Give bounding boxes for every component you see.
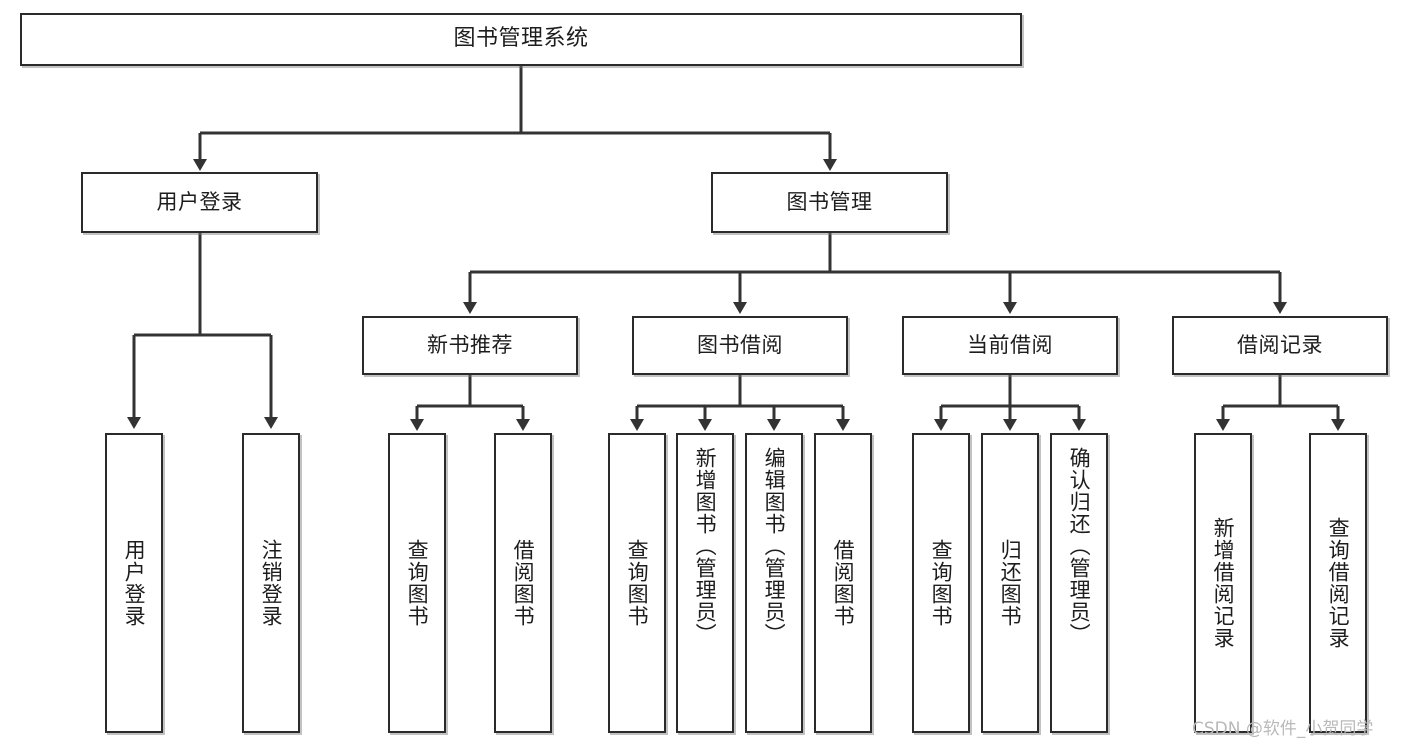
node-root-label: 图书管理系统: [453, 26, 589, 52]
leaf-current-return-book[interactable]: 归还图书: [981, 433, 1039, 733]
node-book-borrow[interactable]: 图书借阅: [632, 316, 848, 375]
node-book-management-label: 图书管理: [786, 189, 873, 214]
leaf-borrow-edit-book-label: 编辑图书（管理员）: [762, 447, 787, 645]
leaf-logout-label: 注销登录: [259, 539, 284, 627]
node-borrow-records[interactable]: 借阅记录: [1172, 316, 1388, 375]
leaf-record-query[interactable]: 查询借阅记录: [1309, 433, 1367, 733]
leaf-borrow-add-book-label: 新增图书（管理员）: [693, 447, 718, 645]
leaf-current-query-book-label: 查询图书: [929, 539, 954, 627]
node-user-login-label: 用户登录: [156, 189, 243, 214]
leaf-borrow-query-book-label: 查询图书: [625, 539, 650, 627]
node-new-book-recommend[interactable]: 新书推荐: [362, 316, 578, 375]
watermark-text: CSDN @软件_小贺同学: [1192, 719, 1374, 739]
leaf-current-query-book[interactable]: 查询图书: [912, 433, 970, 733]
leaf-borrow-borrow-book-label: 借阅图书: [831, 539, 856, 627]
leaf-record-query-label: 查询借阅记录: [1326, 517, 1351, 649]
leaf-new-book-query[interactable]: 查询图书: [388, 433, 446, 733]
leaf-record-add[interactable]: 新增借阅记录: [1194, 433, 1252, 733]
leaf-current-confirm-return[interactable]: 确认归还（管理员）: [1050, 433, 1108, 733]
leaf-new-book-query-label: 查询图书: [405, 539, 430, 627]
node-new-book-recommend-label: 新书推荐: [427, 332, 513, 357]
leaf-logout[interactable]: 注销登录: [242, 433, 300, 733]
node-current-borrow-label: 当前借阅: [967, 332, 1053, 357]
node-book-management[interactable]: 图书管理: [711, 172, 948, 233]
node-user-login[interactable]: 用户登录: [81, 172, 318, 233]
node-root[interactable]: 图书管理系统: [20, 13, 1022, 66]
leaf-new-book-borrow[interactable]: 借阅图书: [494, 433, 552, 733]
leaf-record-add-label: 新增借阅记录: [1211, 517, 1236, 649]
leaf-borrow-add-book[interactable]: 新增图书（管理员）: [676, 433, 734, 733]
leaf-current-return-book-label: 归还图书: [998, 539, 1023, 627]
leaf-new-book-borrow-label: 借阅图书: [511, 539, 536, 627]
node-current-borrow[interactable]: 当前借阅: [902, 316, 1118, 375]
leaf-borrow-borrow-book[interactable]: 借阅图书: [814, 433, 872, 733]
leaf-borrow-edit-book[interactable]: 编辑图书（管理员）: [745, 433, 803, 733]
leaf-current-confirm-return-label: 确认归还（管理员）: [1067, 447, 1092, 645]
leaf-borrow-query-book[interactable]: 查询图书: [608, 433, 666, 733]
leaf-user-login-label: 用户登录: [122, 539, 147, 627]
node-book-borrow-label: 图书借阅: [697, 332, 783, 357]
leaf-user-login[interactable]: 用户登录: [105, 433, 163, 733]
node-borrow-records-label: 借阅记录: [1237, 332, 1323, 357]
